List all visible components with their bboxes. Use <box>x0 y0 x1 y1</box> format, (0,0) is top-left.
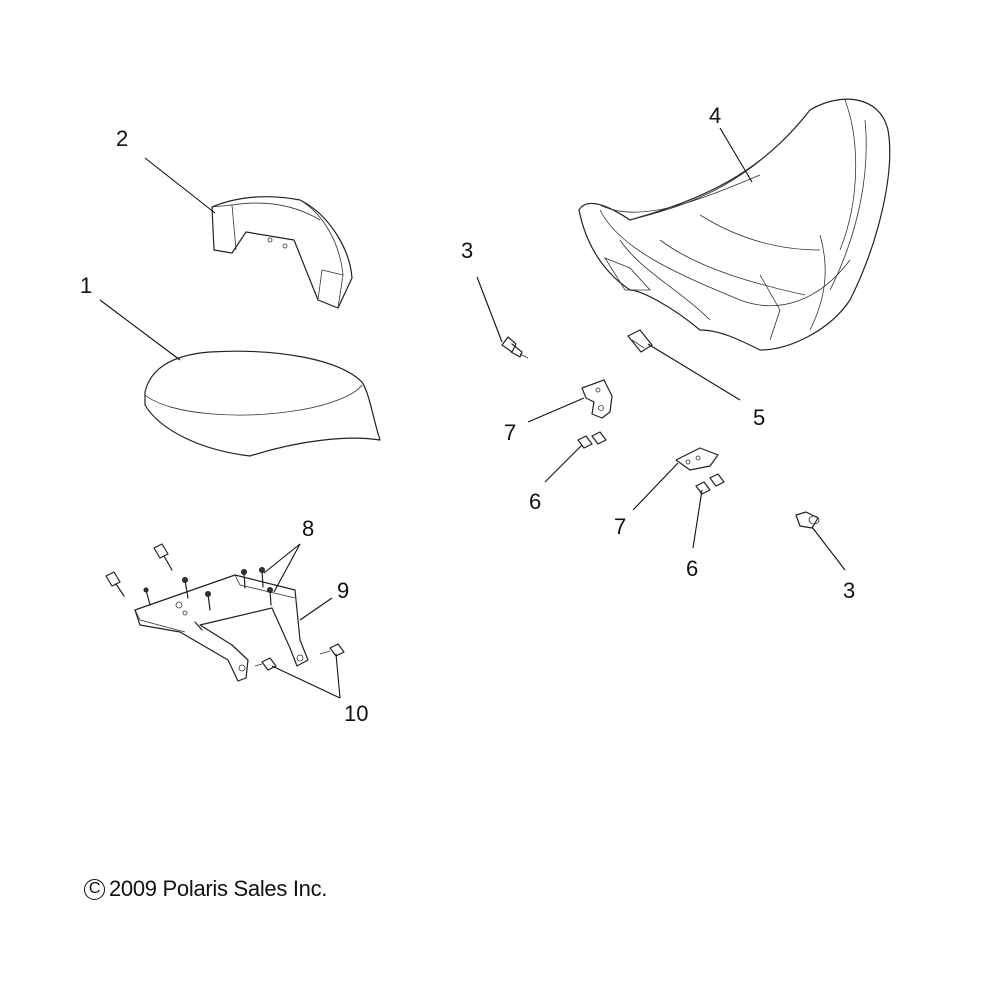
callout-7-lower: 7 <box>614 514 626 539</box>
callout-9: 9 <box>337 578 349 603</box>
bracket-upper <box>581 379 613 419</box>
callout-8: 8 <box>302 516 314 541</box>
nuts-lower <box>695 473 725 495</box>
callout-3-top: 3 <box>461 238 473 263</box>
passenger-seat-cushion <box>144 350 381 457</box>
nuts-upper <box>577 431 607 449</box>
copyright-notice: C 2009 Polaris Sales Inc. <box>84 876 327 902</box>
bracket-lower <box>675 447 719 471</box>
callout-6-upper: 6 <box>529 489 541 514</box>
mounting-plate <box>105 543 309 682</box>
callout-6-lower: 6 <box>686 556 698 581</box>
callouts: 2 1 3 4 5 7 6 7 6 3 8 9 10 <box>80 103 855 726</box>
driver-seat <box>578 98 891 351</box>
plate-nuts <box>254 643 345 671</box>
leader-lines <box>99 127 846 699</box>
copyright-text: 2009 Polaris Sales Inc. <box>109 876 328 901</box>
screw-lower <box>795 511 820 529</box>
callout-10: 10 <box>344 701 368 726</box>
callout-3-lower: 3 <box>843 578 855 603</box>
seat-clip <box>627 329 653 353</box>
copyright-icon: C <box>84 878 105 900</box>
screw-top <box>501 336 529 359</box>
callout-4: 4 <box>709 103 721 128</box>
callout-7-upper: 7 <box>504 420 516 445</box>
backrest-pad <box>211 196 353 309</box>
callout-2: 2 <box>116 126 128 151</box>
callout-1: 1 <box>80 273 92 298</box>
callout-5: 5 <box>753 405 765 430</box>
